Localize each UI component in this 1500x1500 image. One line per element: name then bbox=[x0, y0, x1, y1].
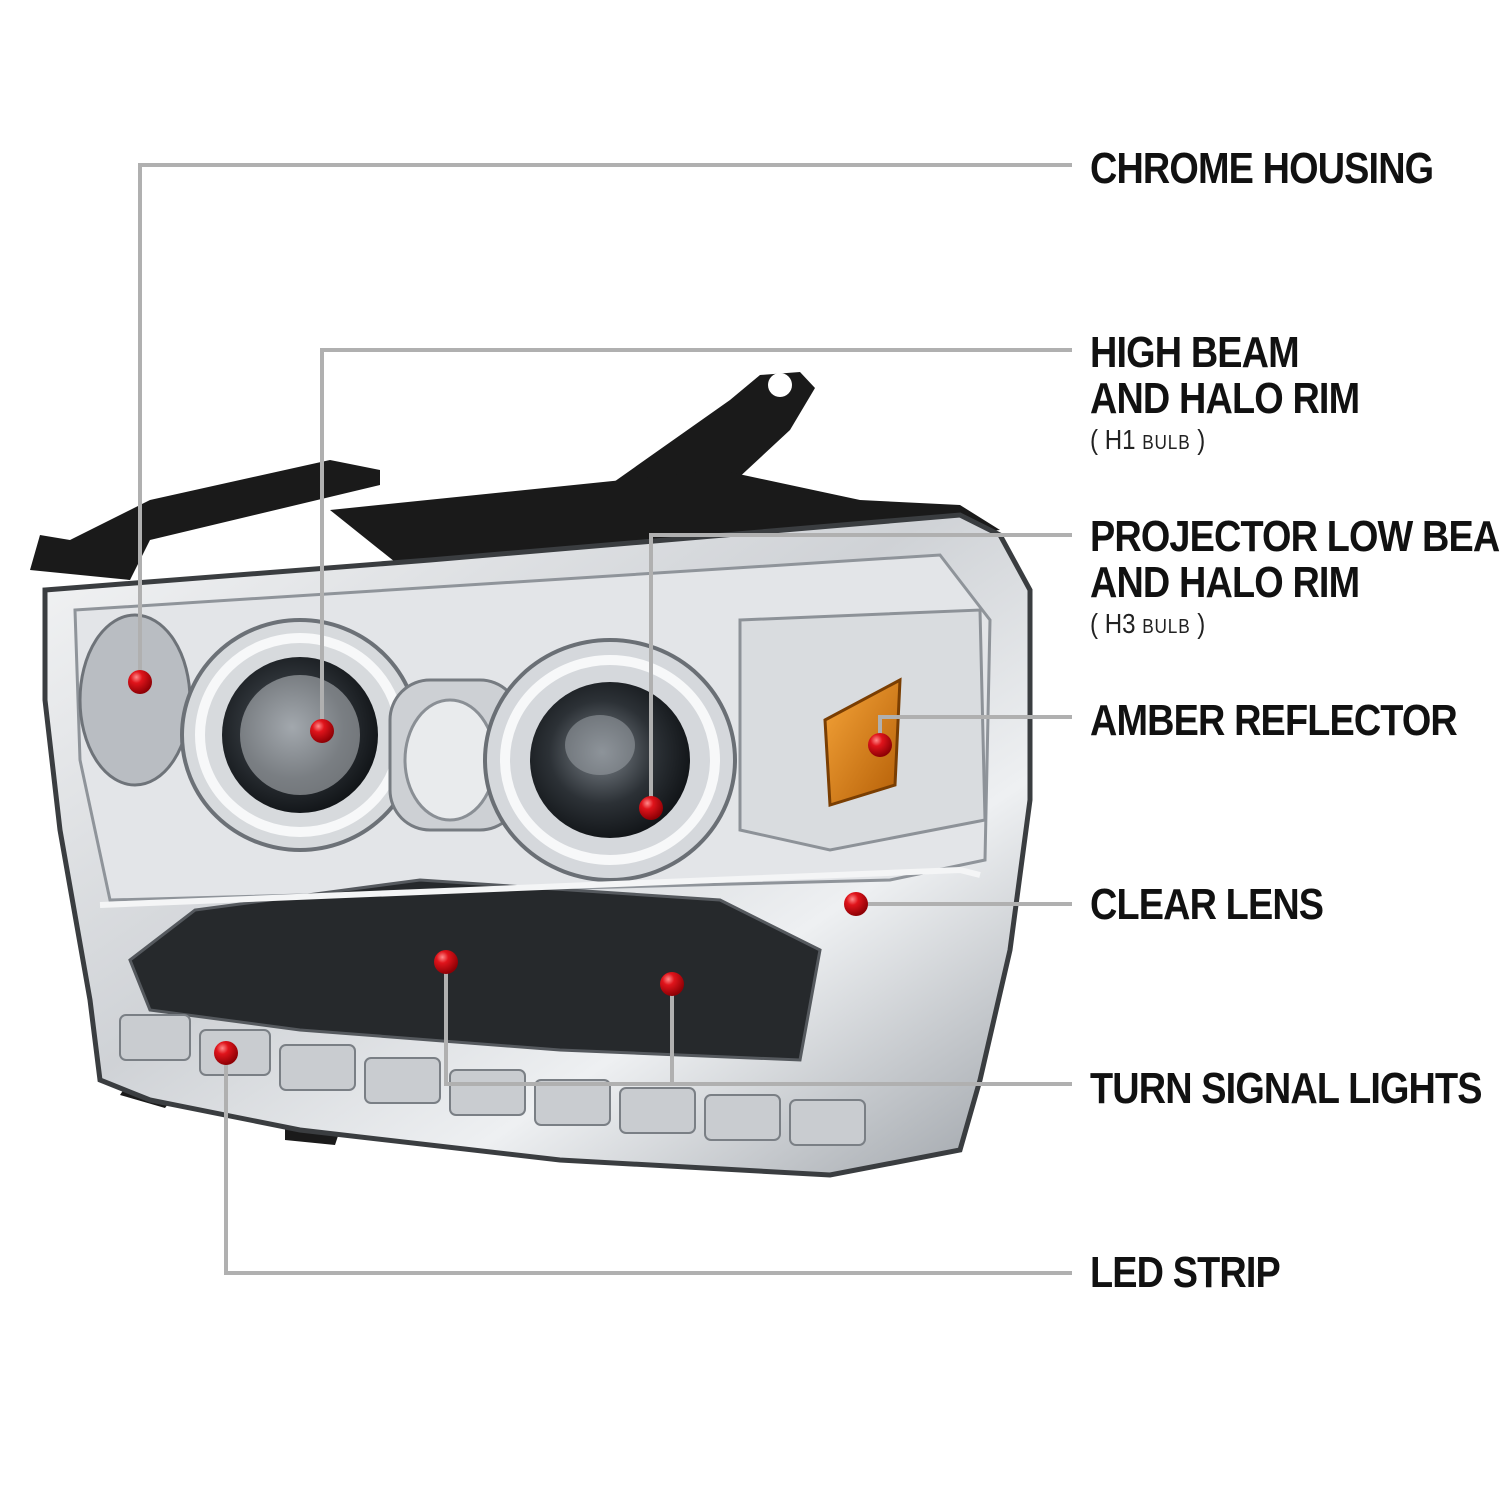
label-clear-lens-text: CLEAR LENS bbox=[1090, 880, 1324, 929]
leader-high-beam bbox=[320, 348, 1072, 730]
label-projector-line1: PROJECTOR LOW BEAM bbox=[1090, 512, 1500, 561]
center-chrome-cylinder bbox=[388, 678, 522, 832]
projector-low-beam bbox=[483, 638, 737, 882]
markers bbox=[128, 670, 892, 1065]
label-turn-signal-text: TURN SIGNAL LIGHTS bbox=[1090, 1064, 1483, 1113]
leader-projector-low-beam bbox=[649, 533, 1072, 808]
marker-amber-reflector bbox=[868, 733, 892, 757]
bulb-word: BULB bbox=[1142, 616, 1191, 638]
marker-chrome-housing bbox=[128, 670, 152, 694]
marker-projector-low-beam bbox=[639, 796, 663, 820]
label-projector-line2: AND HALO RIM bbox=[1090, 558, 1360, 607]
mounting-bracket bbox=[30, 372, 1000, 1145]
label-led-strip: LED STRIP bbox=[1090, 1248, 1281, 1297]
label-high-beam-bulb: ( H1 BULB ) bbox=[1090, 424, 1206, 455]
label-clear-lens: CLEAR LENS bbox=[1090, 880, 1324, 929]
label-high-beam: HIGH BEAM AND HALO RIM ( H1 BULB ) bbox=[1090, 328, 1360, 461]
label-projector-bulb: ( H3 BULB ) bbox=[1090, 608, 1206, 639]
label-chrome-housing-text: CHROME HOUSING bbox=[1090, 144, 1434, 193]
label-high-beam-line2: AND HALO RIM bbox=[1090, 374, 1360, 423]
bulb-code-h1: H1 bbox=[1104, 424, 1136, 455]
marker-clear-lens bbox=[844, 892, 868, 916]
bulb-word: BULB bbox=[1142, 432, 1191, 454]
bulb-code-h3: H3 bbox=[1104, 608, 1136, 639]
lower-lens-divider bbox=[99, 866, 981, 908]
label-turn-signal-lights: TURN SIGNAL LIGHTS bbox=[1090, 1064, 1483, 1113]
label-amber-reflector: AMBER REFLECTOR bbox=[1090, 696, 1458, 745]
leader-chrome-housing bbox=[138, 163, 1072, 680]
leader-lines bbox=[138, 163, 1072, 1275]
marker-high-beam bbox=[310, 719, 334, 743]
marker-led-strip bbox=[214, 1041, 238, 1065]
label-projector-low-beam: PROJECTOR LOW BEAM AND HALO RIM ( H3 BUL… bbox=[1090, 514, 1500, 645]
leader-led-strip bbox=[224, 1053, 1072, 1275]
label-amber-reflector-text: AMBER REFLECTOR bbox=[1090, 696, 1458, 745]
marker-turn-signal-b bbox=[660, 972, 684, 996]
label-led-strip-text: LED STRIP bbox=[1090, 1248, 1281, 1297]
led-strip-segments bbox=[119, 1014, 866, 1146]
label-chrome-housing: CHROME HOUSING bbox=[1090, 144, 1434, 193]
marker-turn-signal-a bbox=[434, 950, 458, 974]
leader-turn-signal-a bbox=[444, 962, 1072, 1086]
high-beam-projector bbox=[180, 618, 420, 852]
amber-reflector-lens bbox=[823, 677, 902, 807]
left-reflector-pocket bbox=[78, 613, 192, 787]
label-high-beam-line1: HIGH BEAM bbox=[1090, 328, 1300, 377]
